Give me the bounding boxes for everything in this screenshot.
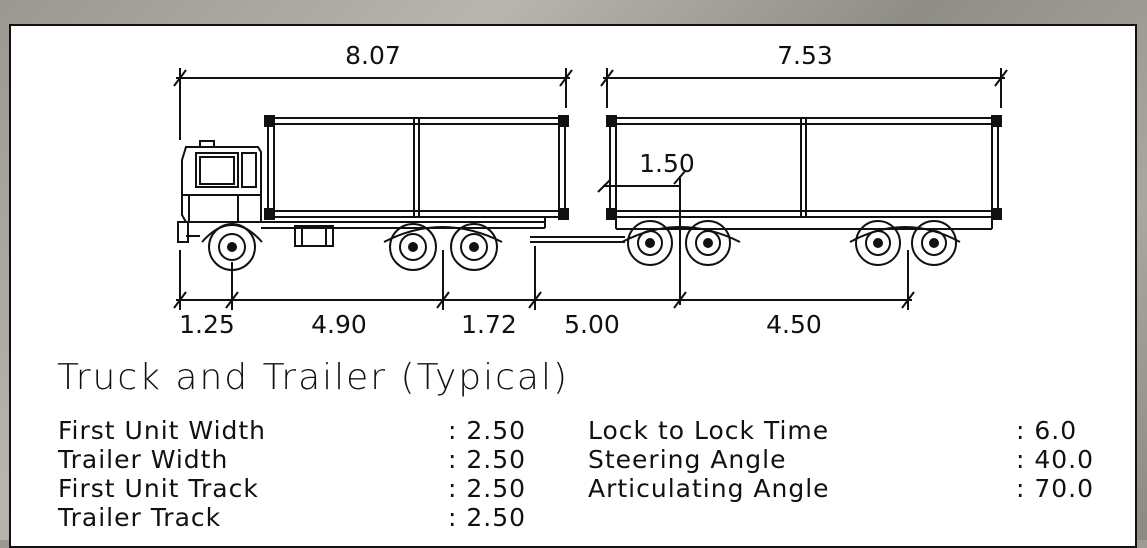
- trailer-wheel-3: [855, 220, 901, 266]
- spec-label: Trailer Width: [58, 445, 229, 474]
- spec-label: Articulating Angle: [588, 474, 830, 503]
- drawbar-offset-dimension: [597, 169, 687, 305]
- truck-body: [264, 115, 569, 220]
- spec-left-values: : 2.50 : 2.50 : 2.50 : 2.50: [448, 416, 526, 532]
- spec-label: Steering Angle: [588, 445, 787, 474]
- spec-value: : 70.0: [1016, 474, 1095, 503]
- front-overhang-label: 1.25: [179, 310, 235, 339]
- spec-left-labels: First Unit Width Trailer Width First Uni…: [58, 416, 266, 532]
- truck-chassis: [201, 217, 625, 247]
- drawbar-to-axle-label: 5.00: [564, 310, 620, 339]
- truck-length-label: 8.07: [345, 41, 401, 70]
- spec-right-labels: Lock to Lock Time Steering Angle Articul…: [588, 416, 830, 503]
- truck-rear-wheel-1: [389, 223, 437, 271]
- spec-label: Lock to Lock Time: [588, 416, 830, 445]
- spec-value: : 40.0: [1016, 445, 1095, 474]
- spec-label: Trailer Track: [58, 503, 222, 532]
- truck-length-dimension: [173, 68, 573, 140]
- spec-value: : 2.50: [448, 474, 527, 503]
- truck-wheelbase-label: 4.90: [311, 310, 367, 339]
- spec-value: : 6.0: [1016, 416, 1078, 445]
- spec-right-values: : 6.0 : 40.0 : 70.0: [1016, 416, 1094, 503]
- truck-cab: [177, 140, 262, 243]
- trailer-wheel-1: [627, 220, 673, 266]
- trailer-wheel-2: [685, 220, 731, 266]
- spec-value: : 2.50: [448, 416, 527, 445]
- drawing-sheet: [9, 24, 1137, 548]
- rear-overhang-label: 1.72: [461, 310, 517, 339]
- spec-label: First Unit Track: [58, 474, 259, 503]
- trailer-body: [606, 115, 1002, 220]
- spec-value: : 2.50: [448, 445, 527, 474]
- drawbar-offset-label: 1.50: [639, 149, 695, 178]
- trailer-wheel-4: [911, 220, 957, 266]
- drawing-title: Truck and Trailer (Typical): [57, 357, 570, 398]
- trailer-length-label: 7.53: [777, 41, 833, 70]
- trailer-wheelbase-label: 4.50: [766, 310, 822, 339]
- bottom-dimension-chain: [173, 246, 915, 310]
- spec-value: : 2.50: [448, 503, 527, 532]
- trailer-length-dimension: [600, 68, 1008, 108]
- truck-rear-wheel-2: [450, 223, 498, 271]
- spec-label: First Unit Width: [58, 416, 267, 445]
